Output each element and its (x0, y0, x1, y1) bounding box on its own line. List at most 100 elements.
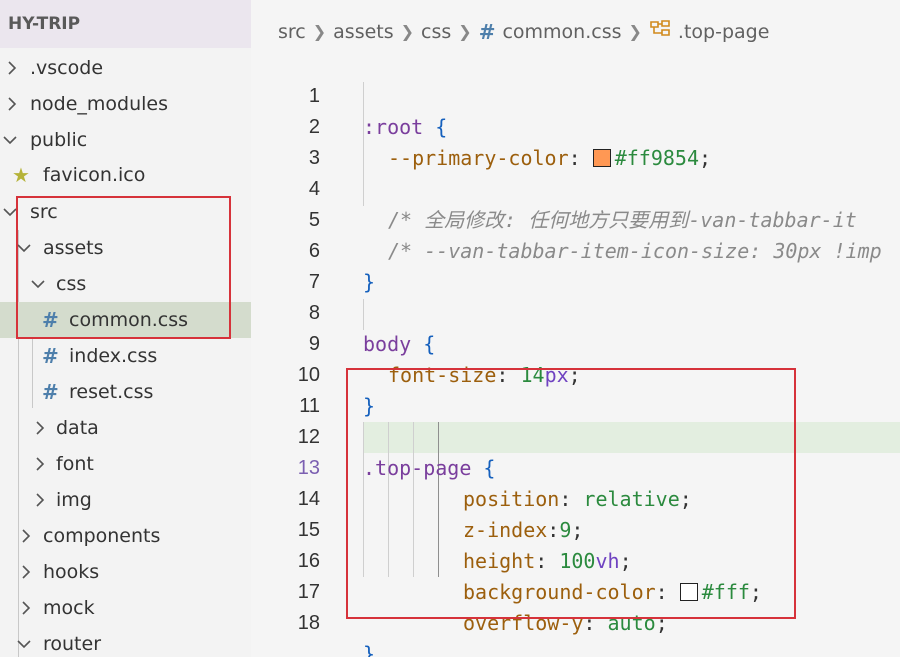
indent-guide (363, 422, 364, 577)
tree-item-label: img (56, 489, 92, 511)
tree-item-label: data (56, 417, 99, 439)
color-swatch[interactable] (679, 583, 698, 601)
line-number: 13 (297, 457, 320, 479)
tree-item-index-css[interactable]: # index.css (0, 338, 251, 374)
tree-item-label: public (30, 129, 88, 151)
tree-item-reset-css[interactable]: # reset.css (0, 374, 251, 410)
code-editor[interactable]: src ❯ assets ❯ css ❯ # common.css ❯ .top… (251, 0, 900, 657)
code-line: 11 (251, 360, 900, 417)
indent-guide (388, 422, 389, 577)
line-number: 11 (299, 395, 320, 417)
tree-item-label: font (56, 453, 94, 475)
line-number: 3 (308, 147, 320, 169)
tree-item-data[interactable]: data (0, 410, 251, 446)
indent-guide (32, 302, 33, 408)
brace: } (363, 270, 376, 294)
tree-item-components[interactable]: components (0, 518, 251, 554)
brace: { (435, 115, 448, 139)
tree-item-label: common.css (69, 309, 189, 331)
line-number: 14 (297, 488, 320, 510)
property: position (463, 487, 560, 511)
code-line: 4 /* 全局修改: 任何地方只要用到-van-tabbar-it (251, 143, 900, 232)
tree-item-mock[interactable]: mock (0, 590, 251, 626)
code-line: 7 (251, 236, 900, 293)
semicolon: ; (571, 518, 584, 542)
chevron-down-icon (16, 230, 32, 266)
code-line: 8 body { (251, 267, 900, 356)
number: 100 (559, 549, 596, 573)
code-line: 1 :root { (251, 50, 900, 139)
tree-item-hooks[interactable]: hooks (0, 554, 251, 590)
property: z-index (463, 518, 548, 542)
tree-item-node-modules[interactable]: node_modules (0, 86, 251, 122)
code-line: 14 z-index: 9; (251, 453, 900, 542)
breadcrumb-symbol[interactable]: .top-page (677, 21, 770, 43)
colon: : (535, 549, 560, 573)
colon: : (559, 487, 584, 511)
brace: } (363, 642, 376, 657)
line-number: 2 (308, 116, 320, 138)
line-number: 1 (308, 85, 320, 107)
tree-item-public[interactable]: public (0, 122, 251, 158)
breadcrumb-file[interactable]: common.css (502, 21, 622, 43)
chevron-right-icon (4, 50, 20, 86)
chevron-right-icon (4, 86, 20, 122)
line-number: 8 (308, 302, 320, 324)
indent-guide (413, 422, 414, 577)
tree-item-img[interactable]: img (0, 482, 251, 518)
tree-item-css[interactable]: css (0, 266, 251, 302)
selector: :root (363, 115, 424, 139)
breadcrumb-item[interactable]: css (421, 21, 452, 43)
brace: { (423, 332, 436, 356)
tree-item-label: router (43, 633, 102, 655)
tree-item-common-css[interactable]: # common.css (0, 302, 251, 338)
line-number: 5 (308, 209, 320, 231)
chevron-right-icon (32, 446, 48, 482)
property: height (463, 549, 536, 573)
tree-item-vscode[interactable]: .vscode (0, 50, 251, 86)
chevron-right-icon: ❯ (312, 22, 327, 41)
tree-item-label: mock (43, 597, 95, 619)
chevron-down-icon (30, 266, 46, 302)
css-hash-icon: # (42, 308, 59, 332)
chevron-right-icon: ❯ (628, 22, 642, 41)
line-number: 7 (308, 271, 320, 293)
color-swatch[interactable] (592, 149, 611, 167)
code-line: 15 height: 100vh; (251, 484, 900, 573)
code-line: 16 background-color: #fff; (251, 515, 900, 604)
breadcrumb-item[interactable]: src (278, 21, 306, 43)
selector: .top-page (363, 456, 472, 480)
property: background-color (463, 580, 656, 604)
breadcrumb-item[interactable]: assets (333, 21, 394, 43)
line-number: 4 (308, 178, 320, 200)
value: auto (607, 611, 656, 635)
tree-item-label: favicon.ico (43, 164, 146, 186)
css-hash-icon: # (42, 380, 59, 404)
symbol-class-icon (649, 14, 671, 50)
tree-item-assets[interactable]: assets (0, 230, 251, 266)
colon: : (655, 580, 680, 604)
tree-item-font[interactable]: font (0, 446, 251, 482)
tree-item-label: css (56, 273, 87, 295)
tree-item-label: index.css (69, 345, 158, 367)
indent-guide (18, 230, 19, 657)
line-number: 10 (297, 364, 320, 386)
semicolon: ; (619, 549, 632, 573)
code-line: 17 overflow-y: auto; (251, 546, 900, 635)
tree-item-router[interactable]: router (0, 626, 251, 657)
tree-item-favicon[interactable]: ★ favicon.ico (0, 157, 251, 193)
line-number: 12 (297, 426, 320, 448)
chevron-right-icon: ❯ (458, 22, 472, 41)
semicolon: ; (699, 146, 712, 170)
tree-item-src[interactable]: src (0, 194, 251, 230)
code-line: 10 } (251, 329, 900, 418)
chevron-right-icon (18, 554, 34, 590)
value: #fff (701, 580, 750, 604)
current-line-highlight (363, 422, 900, 453)
property: overflow-y (463, 611, 584, 635)
number: 9 (559, 518, 572, 542)
unit: px (544, 363, 569, 387)
star-icon: ★ (12, 163, 30, 187)
annotation-box-explorer (16, 196, 231, 339)
code-line: 9 font-size: 14px; (251, 298, 900, 387)
